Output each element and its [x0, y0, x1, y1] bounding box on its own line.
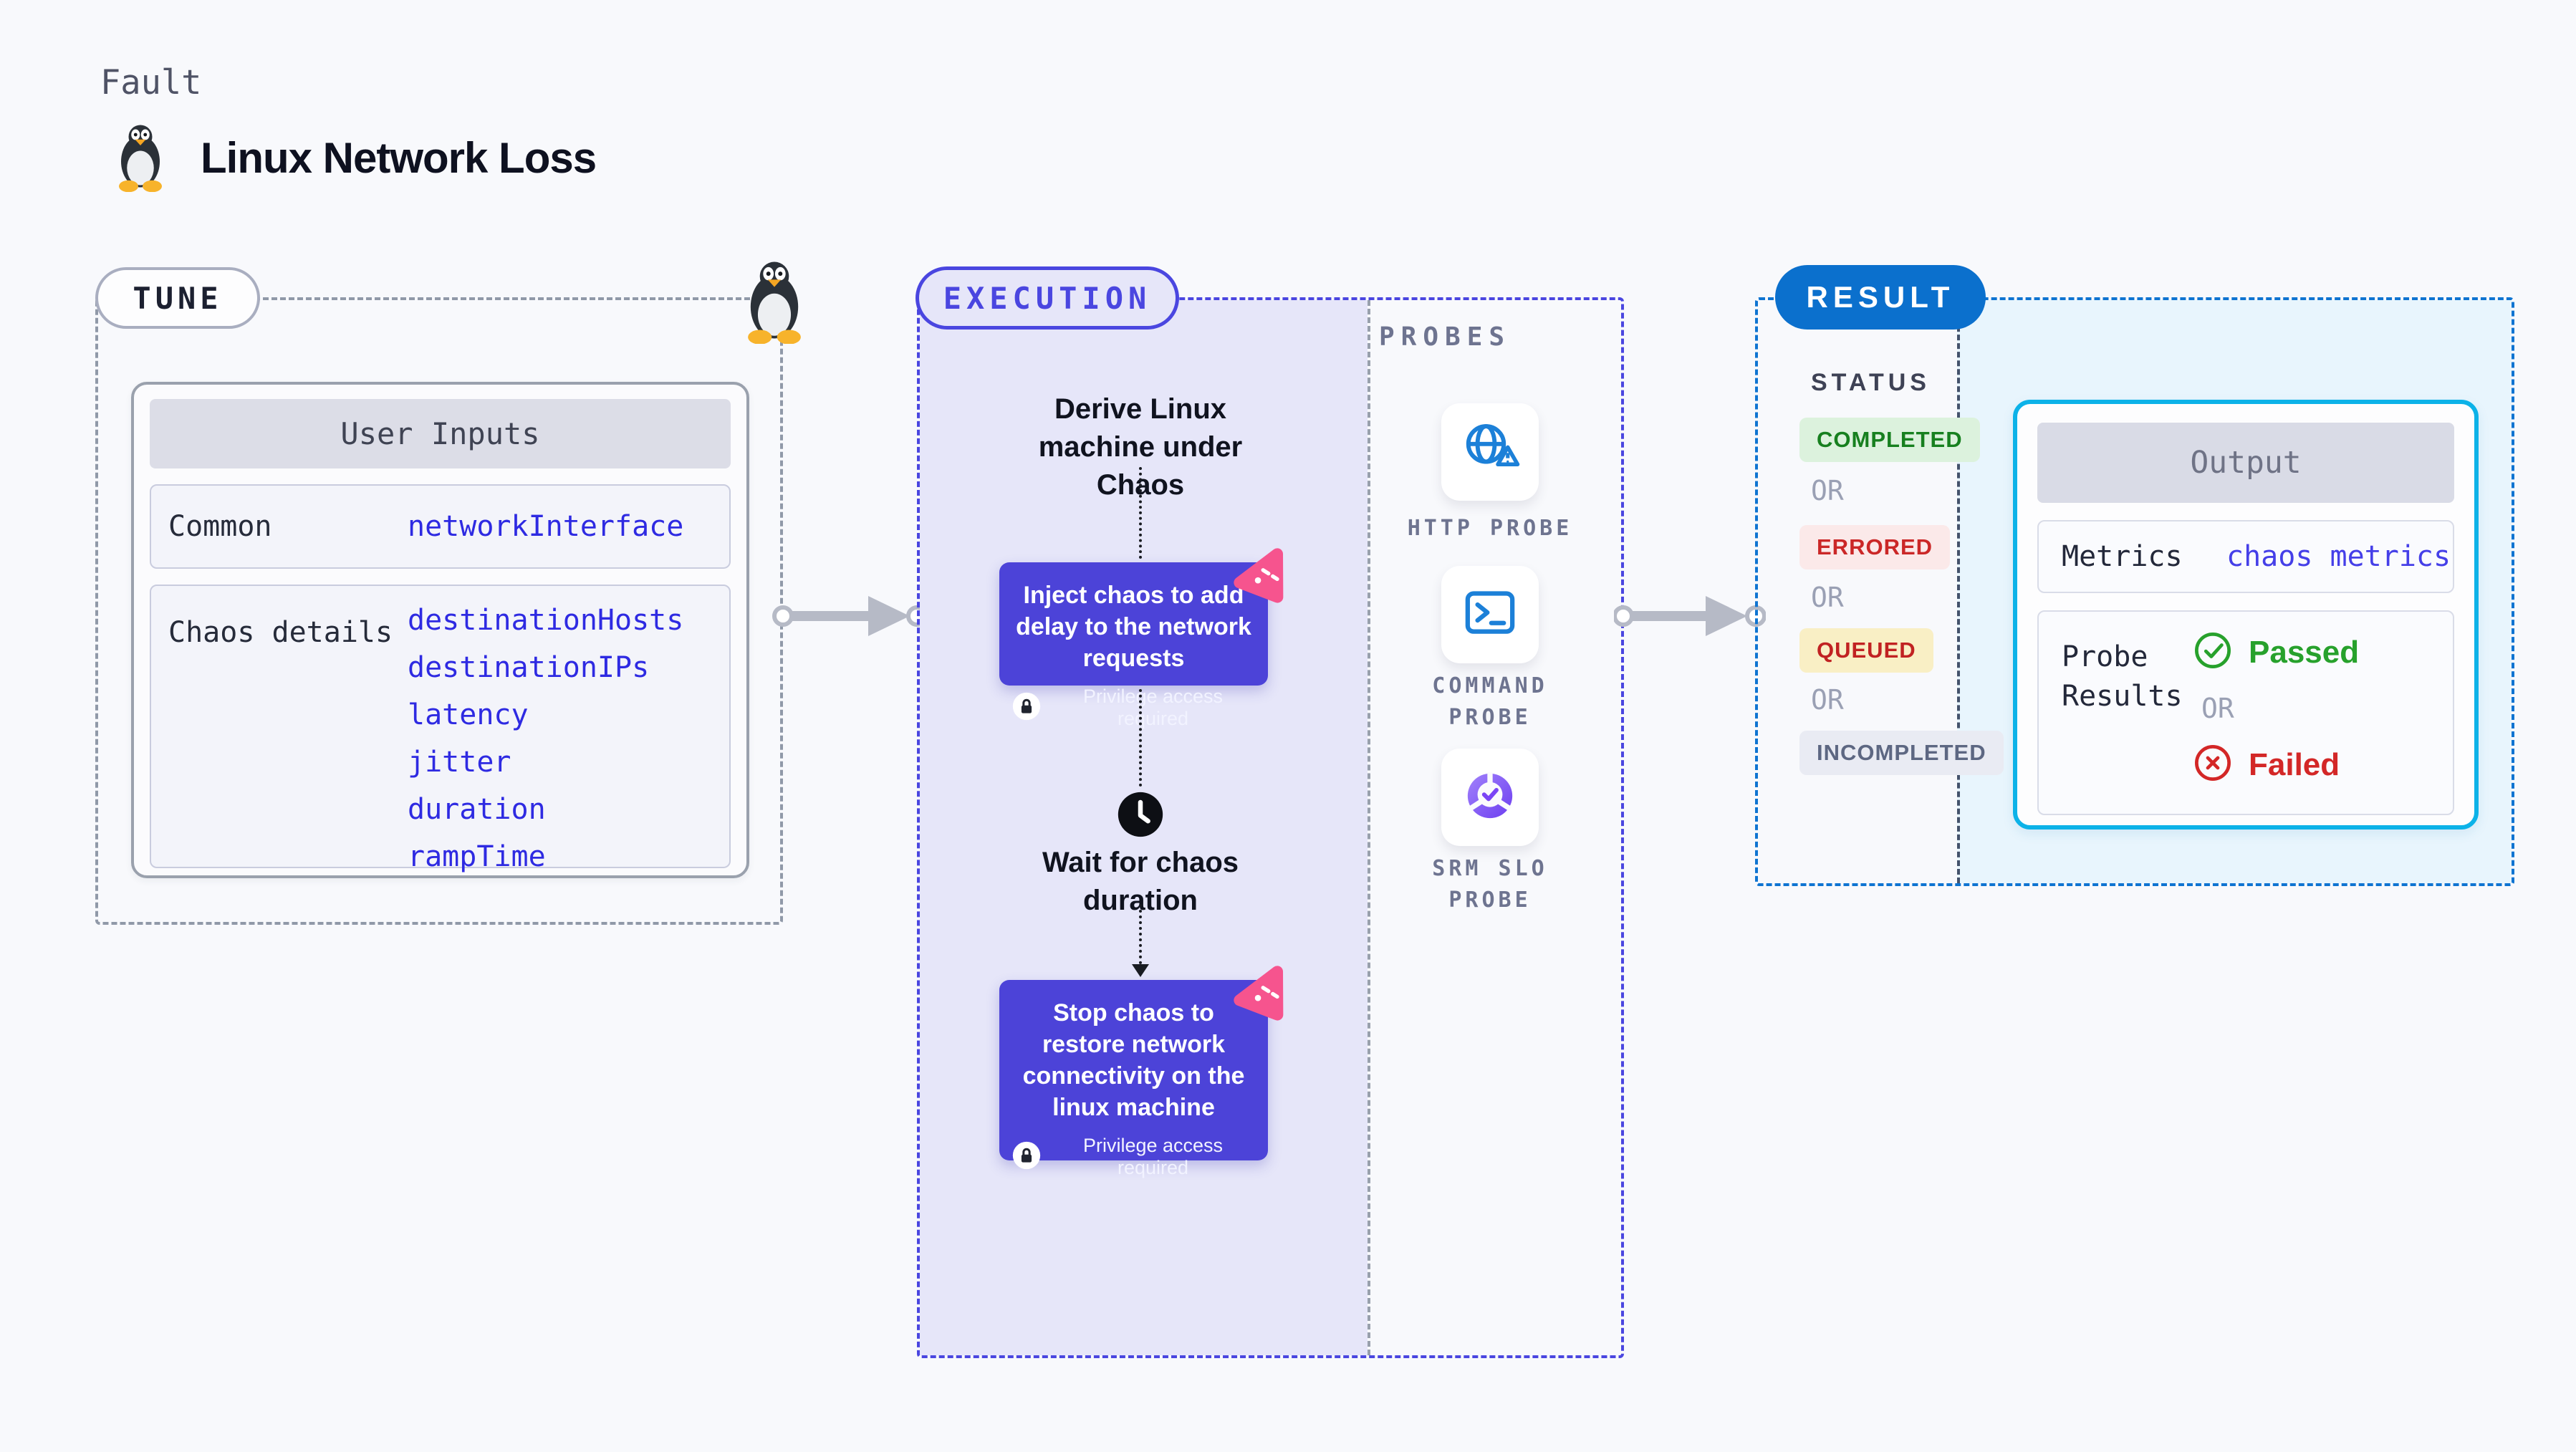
connector-line [1139, 689, 1142, 787]
http-probe-card [1441, 403, 1539, 501]
input-variable: destinationHosts [408, 604, 684, 637]
inject-chaos-text: Inject chaos to add delay to the network… [1016, 582, 1251, 672]
table-row: Common networkInterface [150, 484, 731, 569]
probes-panel [1368, 300, 1621, 1355]
output-title: Output [2037, 423, 2454, 503]
connector-line [1139, 904, 1142, 964]
http-probe-label: HTTP PROBE [1407, 516, 1573, 541]
failed-label: Failed [2249, 746, 2340, 782]
metrics-value: chaos metrics [2226, 540, 2451, 573]
input-variable: networkInterface [408, 509, 684, 543]
privilege-row: Privilege access required [1012, 686, 1255, 730]
tune-badge-label: TUNE [133, 280, 223, 316]
row-values: networkInterface [408, 486, 683, 567]
metrics-label: Metrics [2062, 540, 2183, 573]
user-inputs-table: User Inputs Common networkInterface Chao… [131, 382, 749, 878]
privilege-row: Privilege access required [1012, 1135, 1255, 1179]
probes-section-label: PROBES [1379, 322, 1512, 352]
status-badge-incompleted: INCOMPLETED [1799, 731, 2004, 775]
input-variable: rampTime [408, 840, 546, 873]
terminal-icon [1458, 582, 1522, 648]
privilege-note: Privilege access required [1082, 686, 1224, 729]
or-label: OR [1811, 684, 1844, 716]
tune-badge: TUNE [95, 267, 260, 329]
command-probe-card [1441, 566, 1539, 663]
result-badge: RESULT [1775, 265, 1986, 330]
row-values: destinationHosts destinationIPs latency … [408, 586, 684, 872]
input-variable: duration [408, 793, 546, 826]
probe-results-label: Probe Results [2062, 640, 2183, 713]
clock-icon [1116, 790, 1165, 842]
or-label: OR [2201, 693, 2234, 724]
fault-kind-label: Fault [100, 63, 202, 102]
srm-slo-probe-label: SRM SLO PROBE [1432, 856, 1548, 913]
failed-line: Failed [2193, 743, 2359, 787]
globe-alert-icon [1458, 419, 1522, 486]
flow-arrow-icon [772, 595, 928, 641]
lock-icon [1012, 1141, 1041, 1173]
stop-chaos-text: Stop chaos to restore network connectivi… [1022, 999, 1245, 1121]
row-label: Chaos details [168, 616, 393, 649]
row-label: Common [168, 510, 272, 543]
wait-step-text: Wait for chaos duration [1042, 847, 1239, 916]
check-circle-icon [2193, 630, 2233, 674]
connector-line [1139, 467, 1142, 559]
status-badge-queued: QUEUED [1799, 628, 1933, 673]
lock-icon [1012, 692, 1041, 724]
probe-results-row: Probe Results Passed OR [2037, 610, 2454, 815]
tux-corner-icon [732, 256, 817, 347]
chaos-marker-icon [1234, 962, 1295, 1027]
or-label: OR [1811, 582, 1844, 613]
status-badge-completed: COMPLETED [1799, 418, 1980, 462]
page-header: Linux Network Loss [106, 120, 597, 196]
output-card: Output Metrics chaos metrics Probe Resul… [2013, 400, 2479, 830]
probe-results-values: Passed OR Failed [2193, 630, 2359, 787]
inject-chaos-node: Inject chaos to add delay to the network… [999, 562, 1268, 729]
flow-arrow-icon [1613, 595, 1767, 641]
result-badge-label: RESULT [1806, 280, 1955, 314]
passed-label: Passed [2249, 634, 2360, 670]
metrics-row: Metrics chaos metrics [2037, 520, 2454, 593]
or-label: OR [1811, 475, 1844, 506]
privilege-note: Privilege access required [1082, 1135, 1224, 1178]
chaos-marker-icon [1234, 544, 1295, 610]
status-badge-errored: ERRORED [1799, 525, 1951, 569]
slo-donut-check-icon [1458, 764, 1522, 831]
passed-line: Passed [2193, 630, 2359, 674]
table-row: Chaos details destinationHosts destinati… [150, 585, 731, 872]
connector-arrowhead [1132, 964, 1149, 977]
srm-slo-probe-card [1441, 749, 1539, 846]
execution-badge-label: EXECUTION [943, 280, 1152, 316]
user-inputs-title: User Inputs [150, 399, 731, 468]
page-title: Linux Network Loss [201, 134, 597, 182]
stop-chaos-node: Stop chaos to restore network connectivi… [999, 980, 1268, 1178]
status-heading: STATUS [1811, 369, 1931, 396]
command-probe-label: COMMAND PROBE [1432, 673, 1548, 730]
input-variable: destinationIPs [408, 651, 650, 684]
derive-step-text: Derive Linux machine under Chaos [1038, 393, 1243, 501]
input-variable: latency [408, 698, 529, 731]
execution-badge: EXECUTION [915, 266, 1179, 330]
x-circle-icon [2193, 743, 2233, 787]
tux-icon [106, 120, 175, 196]
input-variable: jitter [408, 746, 511, 779]
